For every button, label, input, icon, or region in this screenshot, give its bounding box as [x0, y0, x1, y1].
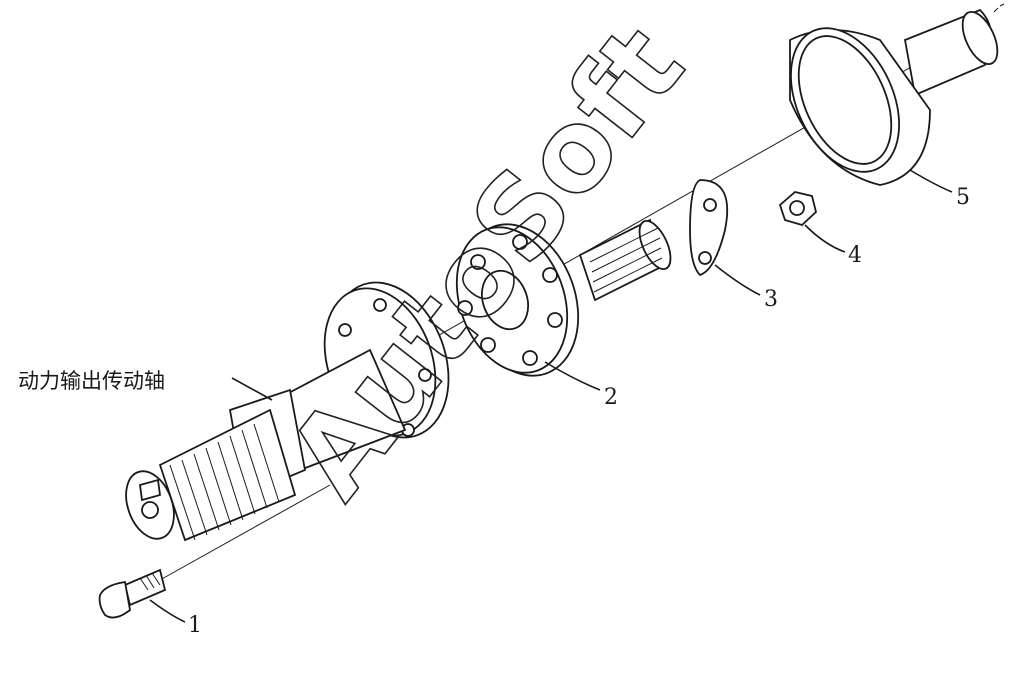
leader-4: [804, 224, 846, 253]
part-3-lock-plate: [689, 179, 729, 277]
shaft-name-label: 动力输出传动轴: [18, 369, 165, 393]
part-2-flange: [455, 223, 580, 377]
callout-1: 1: [188, 613, 202, 638]
shaft-spline-end: [578, 218, 672, 302]
spline-teeth: [169, 423, 280, 541]
leader-3: [714, 264, 761, 296]
part-1-bolt: [98, 568, 167, 619]
part-5-cup: [789, 8, 999, 186]
corner-mark: [993, 3, 1005, 13]
leader-1: [149, 599, 186, 623]
callout-2: 2: [604, 385, 618, 410]
callout-3: 3: [764, 287, 778, 312]
leader-5: [909, 169, 953, 193]
leader-2: [544, 361, 601, 391]
bolt-axis-line: [159, 484, 331, 581]
part-4-nut: [778, 191, 818, 227]
callout-5: 5: [956, 185, 970, 210]
leader-shaft: [231, 377, 273, 401]
callout-4: 4: [848, 243, 862, 268]
power-output-shaft: [125, 281, 450, 542]
